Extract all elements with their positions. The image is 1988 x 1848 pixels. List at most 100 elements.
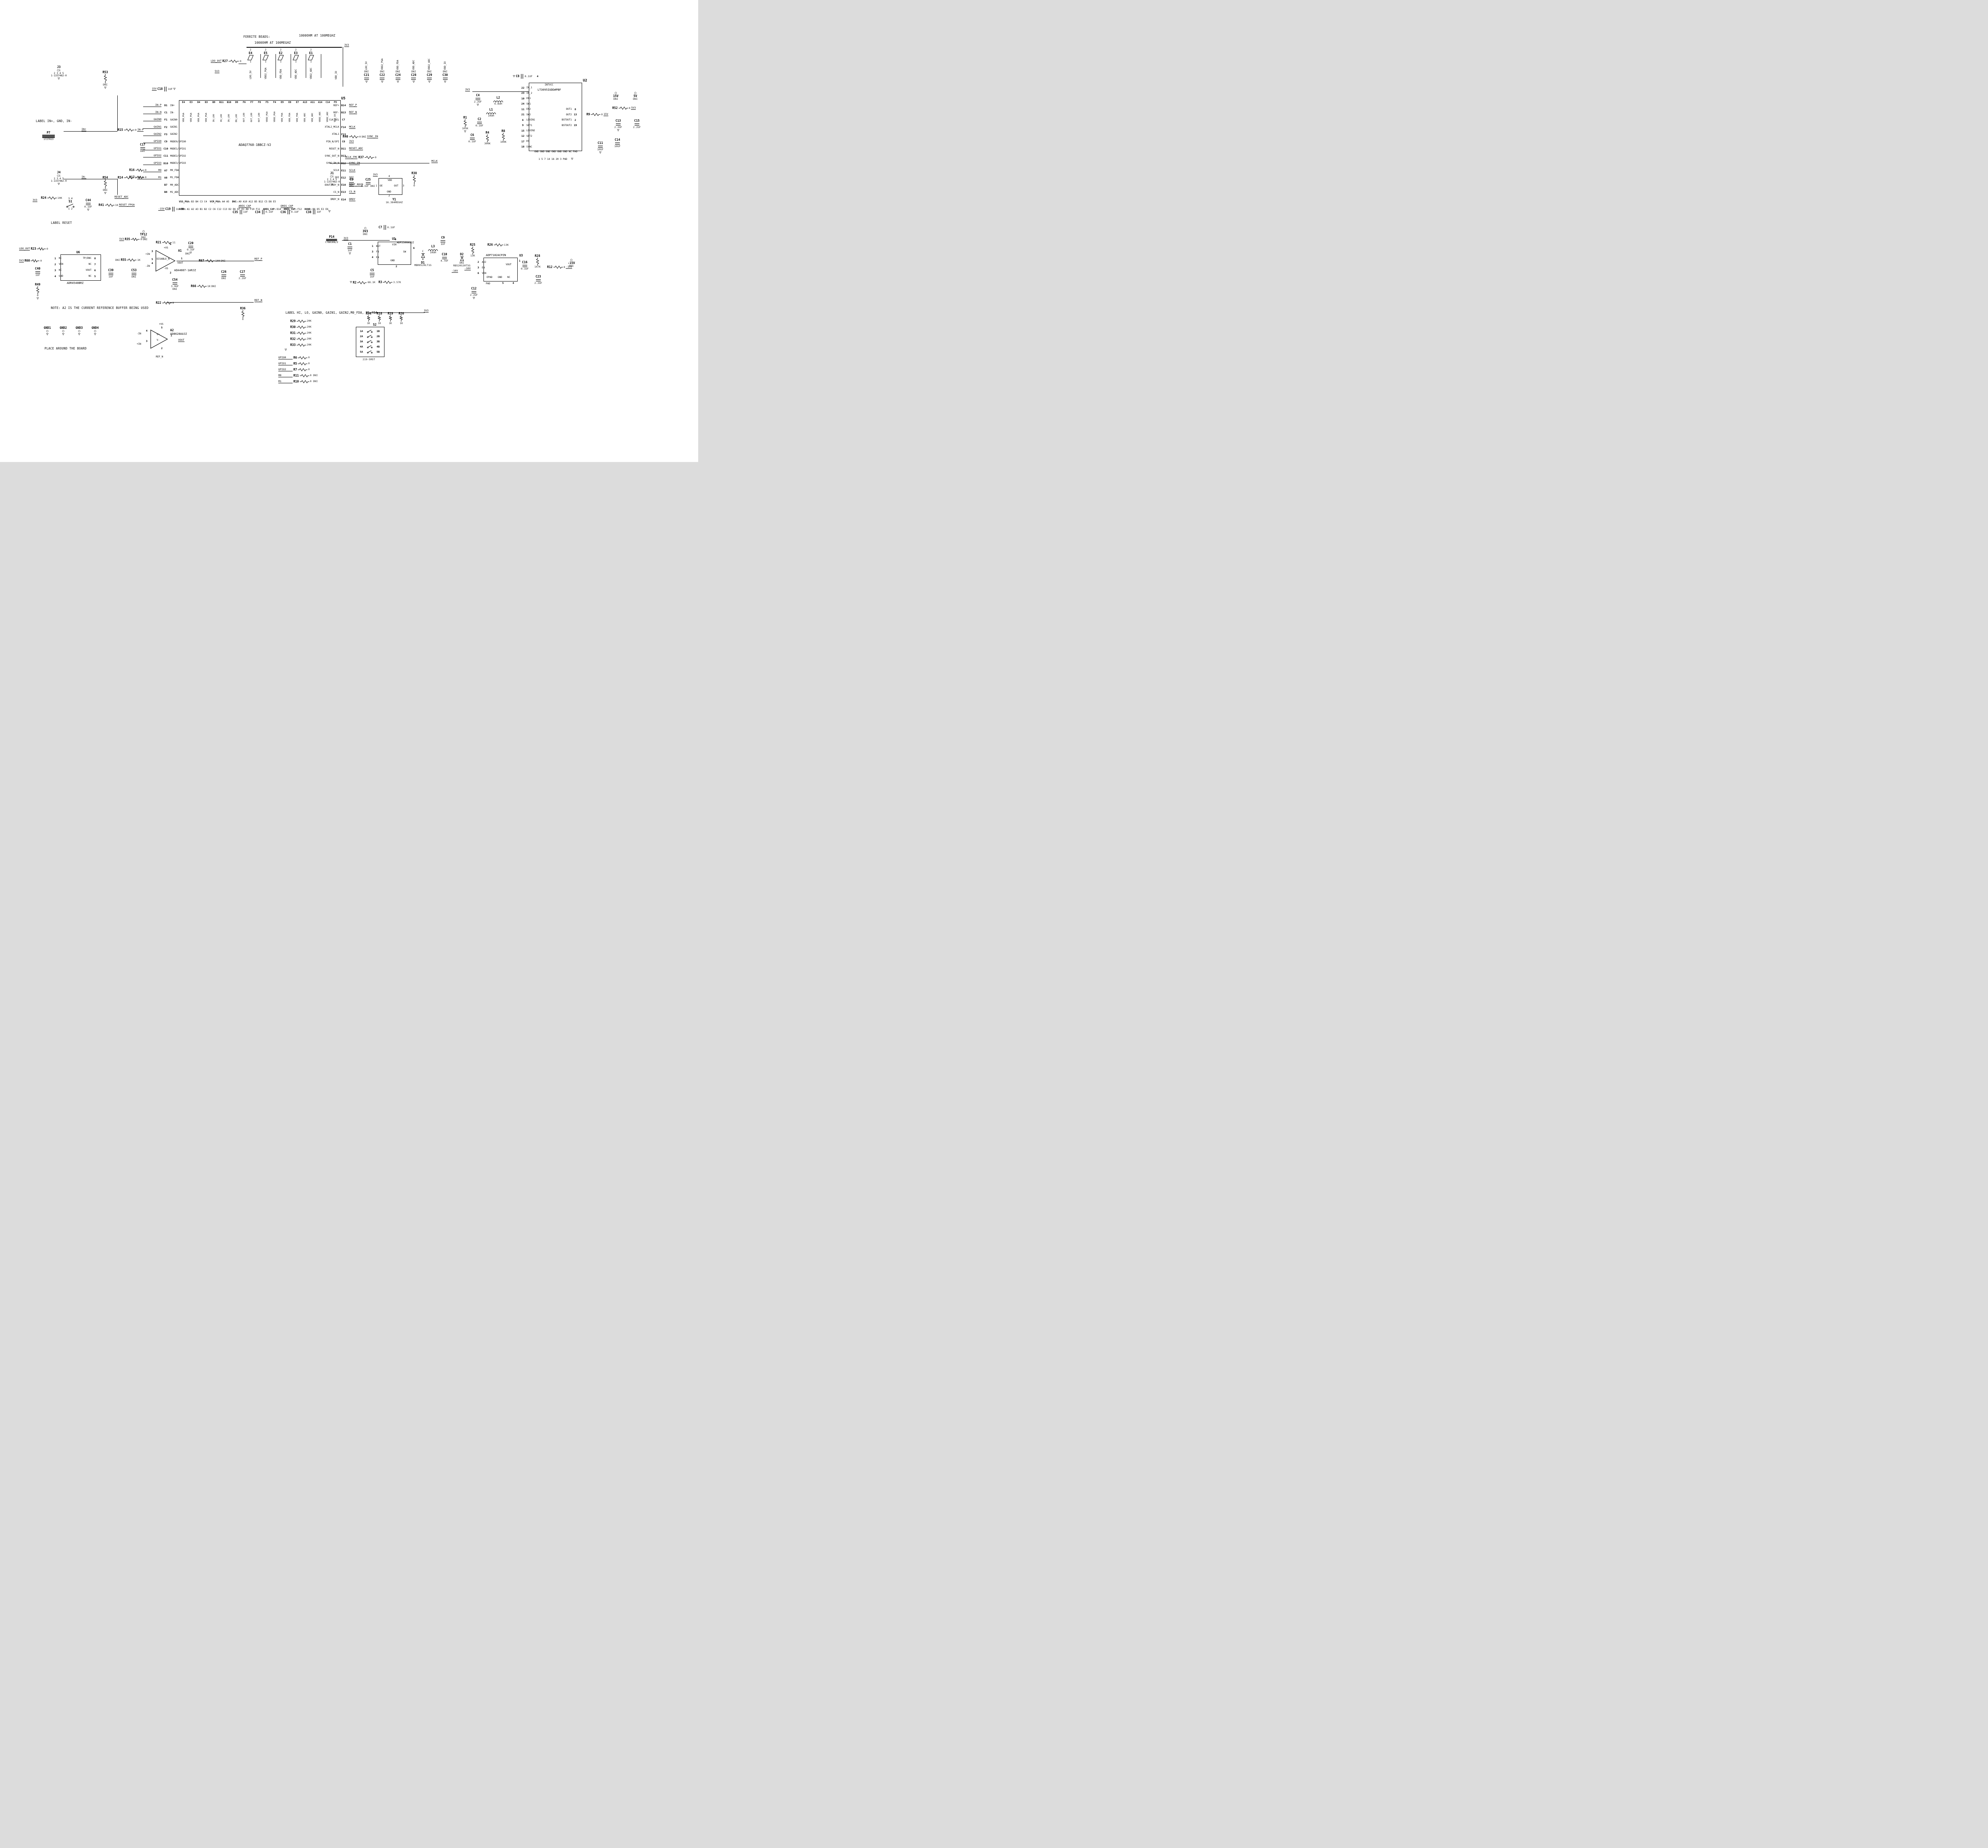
c34-group[interactable]: C34 0.1UF	[255, 210, 273, 214]
r54-group[interactable]: R54 DNI ▽	[103, 176, 108, 195]
u5-top-pin[interactable]: E4 VDD_PGA	[180, 101, 187, 122]
r26-group[interactable]: R26 13K	[487, 243, 509, 247]
u6-left-pin[interactable]: 2 VIN	[52, 261, 63, 267]
s2-row[interactable]: 4A 4B	[357, 344, 382, 349]
opamp-icon[interactable]	[149, 329, 169, 349]
u5-top-pin[interactable]: F8 OUT_LDO	[256, 101, 263, 122]
c53-group[interactable]: C53 DNI	[131, 269, 137, 278]
l3-group[interactable]: L3 10UH	[428, 245, 438, 254]
u5-left-pin[interactable]: GAIN2 F3 GAIN2	[143, 131, 186, 138]
u2-left-pin[interactable]: 9 SET1	[519, 123, 535, 128]
l2-group[interactable]: L2 6.8UH	[493, 96, 503, 105]
u2-left-pin[interactable]: 24 SW1	[519, 101, 535, 107]
c38-group[interactable]: C38 1UF	[306, 210, 321, 214]
decoupling-cap[interactable]: VDD_ADC DNI C28 ▽	[411, 52, 417, 84]
u6-left-pin[interactable]: 3 NC	[52, 267, 63, 273]
d1-group[interactable]: C A D1 MBR0520LT1G	[414, 250, 431, 267]
ferrite-bead[interactable]: 2 E3 1 VDD_ADC	[292, 49, 300, 79]
l1-group[interactable]: L1 10UH	[486, 108, 496, 117]
pulldown-resistor[interactable]: R33 20K	[290, 342, 311, 348]
decoupling-cap[interactable]: VDD2_PGA DNI C22 ▽	[380, 52, 385, 84]
u3-left-pin[interactable]: 6 VIN	[475, 270, 486, 276]
u5-left-pin[interactable]: IN-N C1 IN-	[143, 109, 186, 116]
c27-group[interactable]: C27 2.2UF	[239, 270, 247, 280]
u3-left-pin[interactable]: 3 EN	[475, 265, 486, 270]
u5-bottom-group[interactable]: DGND: B6 D5 E2 E6	[305, 208, 328, 211]
u1-left-pin[interactable]: 1 BST	[369, 243, 381, 249]
u5-top-pin[interactable]: D3 VDD_PGA	[202, 101, 210, 122]
p7-pin[interactable]	[42, 136, 55, 137]
p14-pin[interactable]	[326, 240, 338, 241]
r40-group[interactable]: R40 0 DNI SYNC_IN	[343, 135, 378, 138]
c25-group[interactable]: C25 0.1UF DNI	[361, 178, 375, 188]
u5-top-pin[interactable]: F4 VDD2_PGA	[271, 101, 278, 122]
series-resistor[interactable]: M0 R11 0 DNI	[278, 373, 318, 379]
u2-left-pin[interactable]: 18 SYNC	[519, 144, 535, 150]
flag-15v[interactable]: ◯ 15V DNI	[613, 91, 619, 101]
c3-group[interactable]: C3 DNI	[349, 178, 354, 188]
pulldown-resistor[interactable]: R32 20K	[290, 336, 311, 342]
c2-group[interactable]: C2 0.1UF	[476, 118, 483, 127]
decoupling-cap[interactable]: VDD_IO DNI C30 ▽	[443, 52, 448, 84]
u5-left-pin[interactable]: GAIN1 F2 GAIN1	[143, 124, 186, 131]
pulldown-resistor[interactable]: R30 20K	[290, 324, 311, 330]
c17-group[interactable]: C17 DNI	[140, 143, 146, 153]
u1-left-pin[interactable]: 4 EN	[369, 254, 381, 260]
u5-top-pin[interactable]: D4 VDD_PGA	[195, 101, 202, 122]
pulldown-resistor[interactable]: R31 20K	[290, 330, 311, 336]
r28-group[interactable]: R28 147K	[534, 254, 541, 268]
s1-switch[interactable]: 3 4 S1 1 2	[66, 197, 75, 210]
r14-group[interactable]: R14 0 IN-N	[118, 176, 144, 179]
d2-group[interactable]: D2 DNI RB520S30T5G	[453, 253, 470, 267]
r3-group[interactable]: R3 3.57K	[379, 281, 401, 284]
u1-body[interactable]	[378, 242, 411, 265]
u5-bottom-group[interactable]: DREG_CAP: F12	[284, 208, 302, 211]
s2-row[interactable]: 5A 5B	[357, 349, 382, 354]
u5-right-pin[interactable]: REF- B13 REF_N	[316, 109, 363, 116]
c14-group[interactable]: C14 10UF	[614, 138, 621, 148]
u5-top-pin[interactable]: B10 IN_LDO	[225, 101, 233, 122]
u3-body[interactable]	[483, 258, 518, 281]
c8-group[interactable]: ▽ C8 0.1UF 4	[513, 74, 542, 79]
series-resistor[interactable]: GPIO2 R7 0	[278, 367, 318, 373]
u5-right-pin[interactable]: SDI E12 SDI	[316, 174, 363, 181]
p7-pin[interactable]	[42, 137, 55, 138]
u2-right-pin[interactable]: OUT2 13	[556, 112, 579, 118]
s2-row[interactable]: 3A 3B	[357, 339, 382, 344]
u5-right-pin[interactable]: REF+ B14 REF_P	[316, 102, 363, 109]
s2-row[interactable]: 2A 2B	[357, 334, 382, 339]
r53-group[interactable]: R53 DNI ▽	[103, 71, 108, 90]
gnd-testpoint[interactable]: GND1 ◯ ▽	[44, 326, 51, 336]
c54-group[interactable]: C54 3.9UF DNI	[171, 278, 179, 291]
r24-group[interactable]: R24 10K	[41, 196, 62, 200]
j1-connector[interactable]: J1 ◯1 2 3 4 5 1-1337482-0 ▽	[324, 172, 340, 187]
capacitor-icon[interactable]	[171, 207, 175, 212]
decoupling-cap[interactable]: VDD_FDA DNI C24 ▽	[395, 52, 401, 84]
u6-right-pin[interactable]: VOUT 6	[78, 267, 99, 273]
c13-group[interactable]: C13 2.2UF ▽	[614, 119, 622, 132]
u5-left-pin[interactable]: GPIO3 D10 MODE3/GPIO3	[143, 160, 186, 167]
u2-left-pin[interactable]: 15 LDOIN2	[519, 128, 535, 134]
gnd-testpoint[interactable]: GND3 ◯ ▽	[76, 326, 83, 336]
u2-left-pin[interactable]: 10 EN1	[519, 96, 535, 101]
u5-right-pin[interactable]: SYNC_OUT_N D13	[316, 152, 363, 159]
u2-right-pin[interactable]: BSTOUT1 2	[556, 117, 579, 123]
c26-group[interactable]: C26 DNI	[221, 270, 227, 280]
u2-right-pin[interactable]: OUT1 8	[556, 107, 579, 112]
y1-body[interactable]: OE 1 VDD 4 OUT 3 GND 2	[376, 175, 404, 197]
c5-group[interactable]: C5 1UF	[370, 269, 375, 278]
u5-top-pin[interactable]: F6 OUT_LDO	[241, 101, 248, 122]
ferrite-bead[interactable]: 2 E4 1 LDO_5V	[247, 49, 254, 79]
u2-left-pin[interactable]: 11 EN2	[519, 107, 535, 112]
gnd-testpoint[interactable]: GND4 ◯ ▽	[91, 326, 99, 336]
u5-left-pin[interactable]: B8 M1_ADC	[143, 188, 186, 196]
r12-group[interactable]: R12 0 -15V	[547, 266, 573, 269]
pullup-resistor[interactable]: R34 1K	[366, 312, 371, 325]
u1-flag[interactable]: ◯ 3V3 DNI	[363, 227, 368, 236]
p7-connector[interactable]: P7 1727023	[42, 131, 55, 141]
u5-left-pin[interactable]: GPIO2 C11 MODE2/GPIO2	[143, 152, 186, 159]
r35-group[interactable]: 5V3 R35 0 DNI	[119, 238, 148, 241]
pullup-resistor[interactable]: R19 1K	[388, 312, 393, 325]
u2-left-pin[interactable]: 6 LDOIN1	[519, 117, 535, 123]
r38-group[interactable]: R38 0	[412, 172, 417, 187]
